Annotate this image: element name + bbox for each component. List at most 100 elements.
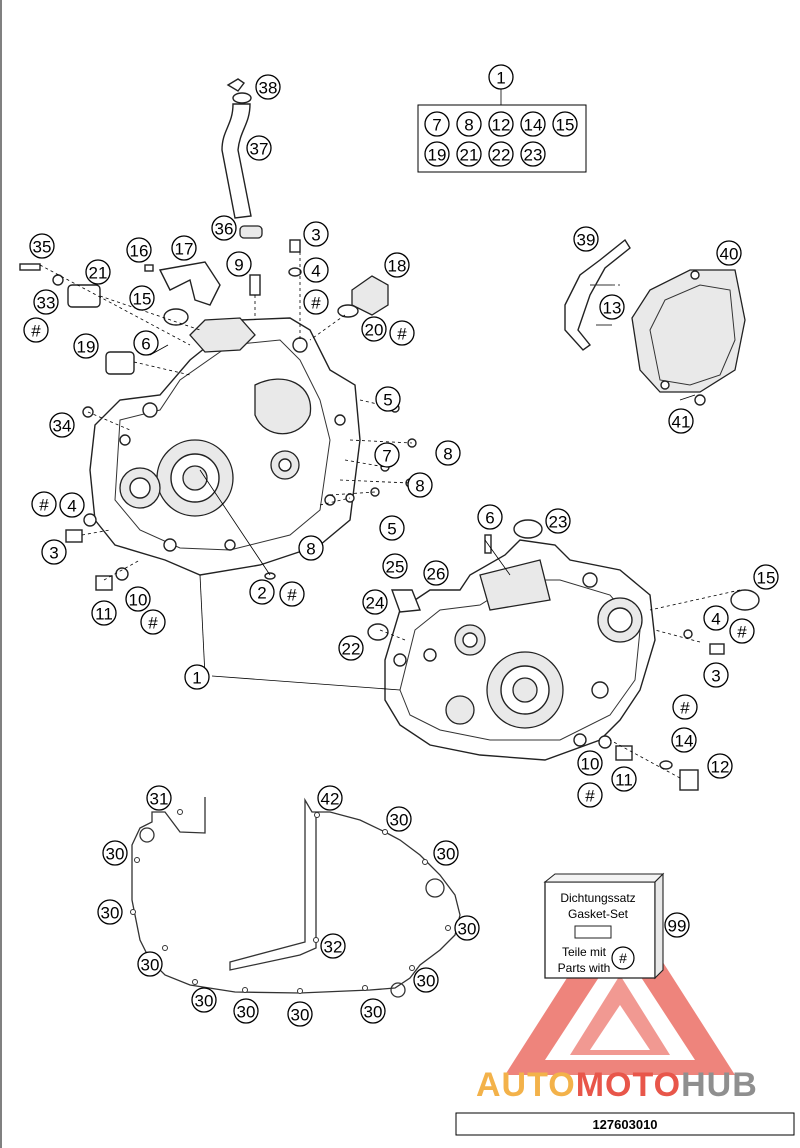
callout-label: 10 [581, 755, 600, 774]
set-box-item: 12 [488, 111, 514, 137]
callout-c30f: 30 [137, 951, 163, 977]
callout-label: 30 [458, 920, 477, 939]
callout-c3a: 3 [303, 221, 329, 247]
set-box-header-callout: 1 [488, 64, 514, 90]
callout-c16: 16 [126, 237, 152, 263]
crankcase-gasket [130, 797, 461, 998]
set-box-item: 21 [456, 141, 482, 167]
callout-label: 6 [485, 509, 494, 528]
callout-c8b: 8 [407, 472, 433, 498]
callout-c10a: 10 [125, 586, 151, 612]
callout-c22: 22 [338, 635, 364, 661]
callout-label: # [31, 322, 41, 341]
callout-label: 1 [496, 69, 505, 88]
watermark-logo [505, 895, 735, 1075]
small-parts [19, 239, 760, 791]
callout-label: 30 [417, 972, 436, 991]
callout-label: 11 [615, 771, 633, 790]
gasket-set-callout: 99 [664, 912, 690, 938]
callout-label: 11 [95, 605, 113, 624]
callout-c31: 31 [146, 785, 172, 811]
callout-c4c: 4 [703, 605, 729, 631]
watermark-moto: MOTO [576, 1066, 681, 1104]
callout-c30d: 30 [97, 899, 123, 925]
callout-c15b: 15 [753, 564, 779, 590]
set-box-item: 22 [488, 141, 514, 167]
callout-label: 13 [603, 299, 622, 318]
callout-label: # [287, 586, 297, 605]
set-box-item: 14 [520, 111, 546, 137]
callout-c20: 20 [361, 316, 387, 342]
part-number: 127603010 [592, 1117, 657, 1132]
callout-label: 30 [364, 1003, 383, 1022]
callout-label: 18 [388, 257, 407, 276]
callout-c39: 39 [573, 226, 599, 252]
gasket-set-parts-de: Teile mit [562, 945, 607, 959]
callout-label: 21 [89, 264, 108, 283]
callout-label: 15 [133, 290, 152, 309]
callout-label: 14 [675, 732, 694, 751]
callout-label: # [311, 294, 321, 313]
callout-label: 25 [386, 558, 405, 577]
callout-label: 30 [237, 1003, 256, 1022]
callout-label: 4 [311, 262, 320, 281]
callout-h7: # [729, 618, 755, 644]
callout-c6a: 6 [133, 330, 159, 356]
callout-c15a: 15 [129, 285, 155, 311]
callout-label: 19 [77, 338, 96, 357]
callout-c37: 37 [246, 135, 272, 161]
gasket-set-parts-en: Parts with [558, 961, 611, 975]
callout-c30c: 30 [433, 840, 459, 866]
callout-label: 12 [492, 116, 511, 135]
callout-c14: 14 [671, 727, 697, 753]
callout-c30g: 30 [413, 967, 439, 993]
callout-h9: # [577, 782, 603, 808]
callout-label: 39 [577, 231, 596, 250]
callout-label: 4 [711, 610, 720, 629]
callout-c30e: 30 [454, 915, 480, 941]
callout-h4: # [31, 491, 57, 517]
callout-c2: 2 [249, 579, 275, 605]
callout-h8: # [672, 694, 698, 720]
callout-label: 30 [101, 904, 120, 923]
watermark-auto: AUTO [476, 1066, 576, 1104]
callout-label: 30 [390, 811, 409, 830]
callout-h3: # [389, 320, 415, 346]
callout-label: 38 [259, 79, 278, 98]
gasket-set-label-en: Gasket-Set [568, 907, 629, 921]
callout-c30j: 30 [287, 1001, 313, 1027]
callout-label: 33 [37, 294, 56, 313]
callout-c1: 1 [184, 664, 210, 690]
callout-c42: 42 [317, 785, 343, 811]
callout-c7: 7 [374, 442, 400, 468]
callout-c19: 19 [73, 333, 99, 359]
callout-label: 17 [175, 240, 194, 259]
callout-c32: 32 [320, 933, 346, 959]
callout-label: 36 [215, 220, 234, 239]
callout-label: # [39, 496, 49, 515]
callout-c30h: 30 [191, 987, 217, 1013]
callout-label: 31 [150, 790, 169, 809]
callout-label: # [737, 623, 747, 642]
callout-label: 19 [428, 146, 447, 165]
callout-label: 7 [382, 447, 391, 466]
callout-label: 30 [195, 992, 214, 1011]
callout-c30i: 30 [233, 998, 259, 1024]
callout-c5b: 5 [379, 515, 405, 541]
callout-label: 15 [556, 116, 575, 135]
callout-c8a: 8 [435, 440, 461, 466]
set-box-item: 7 [424, 111, 450, 137]
callout-c5a: 5 [375, 386, 401, 412]
callout-c33: 33 [33, 289, 59, 315]
set-box-item: 23 [520, 141, 546, 167]
callout-label: 3 [711, 667, 720, 686]
callout-label: 8 [415, 477, 424, 496]
callout-label: 10 [129, 591, 148, 610]
right-crankcase-half [384, 539, 656, 761]
callout-label: 32 [324, 938, 343, 957]
callout-h5: # [279, 581, 305, 607]
callout-c21: 21 [85, 259, 111, 285]
ktm-logo [574, 925, 612, 939]
callout-label: 41 [672, 413, 691, 432]
